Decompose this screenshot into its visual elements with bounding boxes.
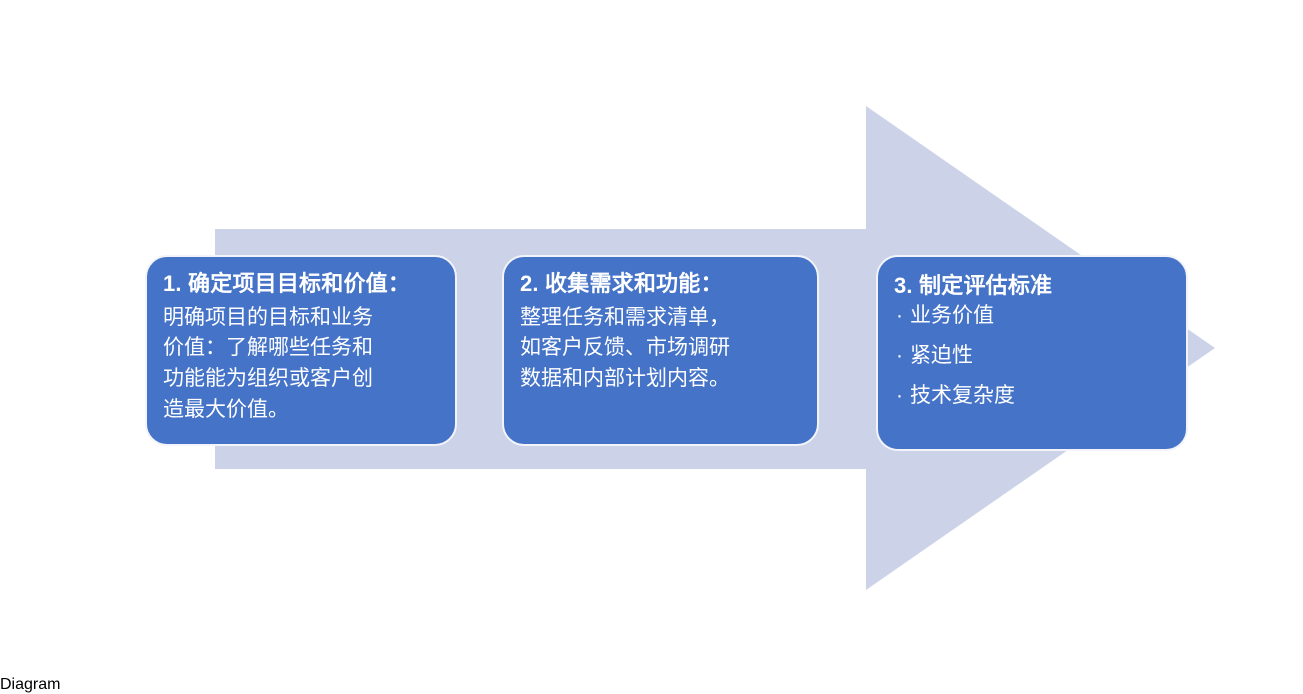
step-card-2-title: 2. 收集需求和功能：	[520, 271, 723, 296]
bullet-item-technical-complexity: · 技术复杂度	[894, 385, 1172, 406]
step-card-1[interactable]: 1. 确定项目目标和价值： 明确项目的目标和业务 价值：了解哪些任务和 功能能为…	[145, 255, 457, 446]
step-card-3-bullet-list: · 业务价值 · 紧迫性 · 技术复杂度	[894, 305, 1172, 406]
step-card-2-body-line-3: 数据和内部计划内容。	[520, 367, 730, 390]
bullet-dot-icon: ·	[896, 343, 903, 367]
bullet-label: 技术复杂度	[910, 383, 1015, 407]
step-card-2-body-line-1: 整理任务和需求清单，	[520, 305, 730, 329]
bullet-dot-icon: ·	[896, 383, 903, 407]
step-card-1-body-line-1: 明确项目的目标和业务	[163, 305, 373, 329]
step-card-2-body: 整理任务和需求清单， 如客户反馈、市场调研 数据和内部计划内容。	[520, 303, 803, 395]
step-card-1-body-line-2: 价值：了解哪些任务和	[163, 336, 373, 360]
step-card-1-body-line-4: 造最大价值。	[163, 397, 289, 421]
bullet-label: 业务价值	[910, 303, 994, 327]
bullet-label: 紧迫性	[910, 343, 973, 367]
diagram-canvas: 1. 确定项目目标和价值： 明确项目的目标和业务 价值：了解哪些任务和 功能能为…	[145, 106, 1215, 590]
step-card-3[interactable]: 3. 制定评估标准 · 业务价值 · 紧迫性 · 技术复杂度	[876, 255, 1188, 451]
step-card-1-title: 1. 确定项目目标和价值：	[163, 271, 411, 296]
step-card-3-title: 3. 制定评估标准	[894, 273, 1053, 298]
bullet-item-business-value: · 业务价值	[894, 305, 1172, 326]
step-card-2-body-line-2: 如客户反馈、市场调研	[520, 336, 730, 360]
step-card-1-body: 明确项目的目标和业务 价值：了解哪些任务和 功能能为组织或客户创 造最大价值。	[163, 303, 441, 426]
step-card-1-body-line-3: 功能能为组织或客户创	[163, 367, 373, 390]
bullet-dot-icon: ·	[896, 303, 903, 327]
bullet-item-urgency: · 紧迫性	[894, 345, 1172, 366]
step-card-2[interactable]: 2. 收集需求和功能： 整理任务和需求清单， 如客户反馈、市场调研 数据和内部计…	[502, 255, 819, 446]
